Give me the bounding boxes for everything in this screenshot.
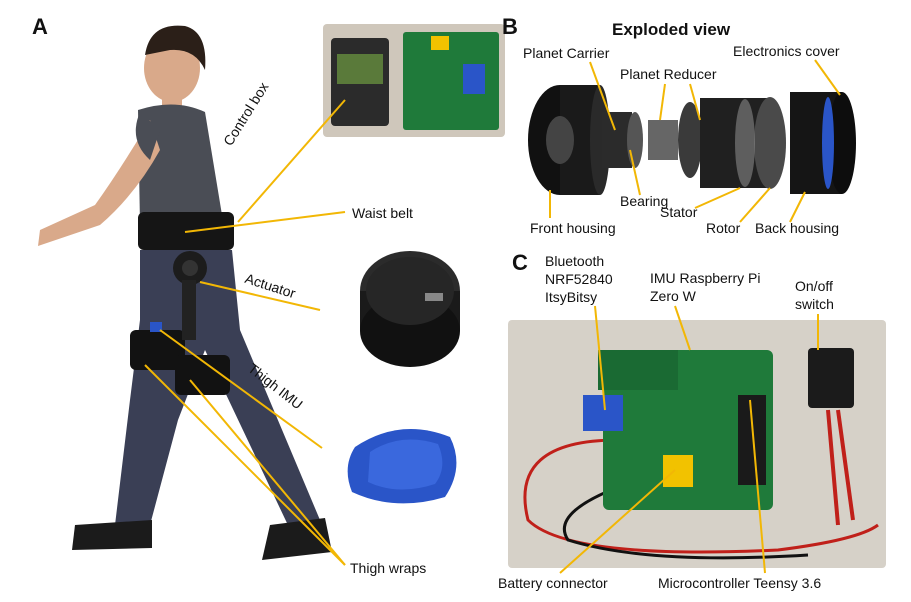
actuator-photo [355,243,465,368]
bluetooth-leader [594,305,606,411]
planet-carrier-leader [589,61,616,131]
bearing-label: Bearing [620,193,669,209]
planet-reducer-leader [659,83,666,121]
planet-reducer-label: Planet Reducer [620,66,717,82]
microcontroller-leader [749,399,766,574]
exploded-view-title: Exploded view [612,20,731,39]
planet-carrier-label: Planet Carrier [523,45,610,61]
microcontroller-label: Microcontroller Teensy 3.6 [658,575,822,591]
thigh-wrap-leader-1 [144,364,346,566]
imu-label-line1: IMU Raspberry Pi [650,270,761,286]
bluetooth-label-line2: NRF52840 [545,271,613,287]
thigh-imu-leader [159,329,323,449]
stator-label: Stator [660,204,698,220]
front-housing-label: Front housing [530,220,616,236]
rotor-leader [739,187,771,223]
imu-leader [674,305,691,351]
electronics-cover-leader [814,59,841,96]
thigh-wraps-label: Thigh wraps [350,560,427,576]
imu-label-line2: Zero W [650,288,696,304]
back-housing-leader [789,191,806,223]
thigh-wrap-leader-2 [189,379,346,566]
panel-b-letter: B [502,14,518,39]
control-box-leader [237,99,346,223]
waist-belt-leader [184,211,346,233]
stator-leader [694,187,741,209]
control-box-photo [323,24,505,137]
planet-reducer-leader-2 [689,83,701,121]
electronics-board-photo [508,320,886,568]
panel-a-letter: A [32,14,48,39]
back-housing-label: Back housing [755,220,840,236]
thigh-imu-photo [340,412,465,512]
switch-label-line1: On/off [795,278,833,294]
bluetooth-label-line3: ItsyBitsy [545,289,598,305]
bearing-leader [629,149,641,196]
rotor-label: Rotor [706,220,741,236]
switch-label-line2: switch [795,296,834,312]
actuator-leader [199,281,321,311]
battery-connector-label: Battery connector [498,575,608,591]
battery-connector-leader [559,469,676,574]
electronics-cover-label: Electronics cover [733,43,840,59]
waist-belt-label: Waist belt [352,205,413,221]
bluetooth-label-line1: Bluetooth [545,253,605,269]
panel-c-letter: C [512,250,528,275]
